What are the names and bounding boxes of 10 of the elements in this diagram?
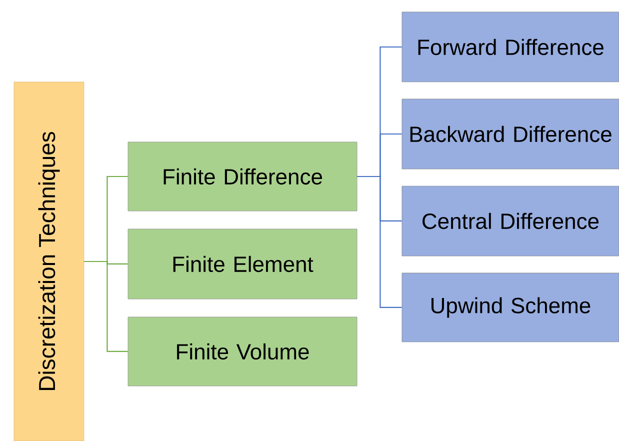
scheme-box: Upwind Scheme [402, 272, 619, 342]
connector-line [84, 260, 128, 352]
method-box: Finite Element [128, 228, 358, 300]
scheme-box: Forward Difference [402, 12, 619, 82]
method-box: Finite Volume [128, 316, 358, 386]
scheme-box: Central Difference [402, 186, 619, 256]
category-box: Discretization Techniques [14, 82, 84, 441]
scheme-box: Backward Difference [402, 98, 619, 170]
method-box: Finite Difference [128, 142, 358, 212]
connector-line [357, 176, 402, 308]
